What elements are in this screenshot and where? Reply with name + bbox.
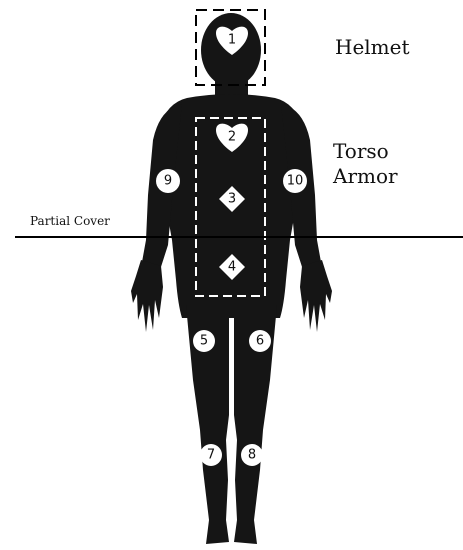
hit-location-10-marker: 10 <box>283 169 307 193</box>
hit-location-3-number: 3 <box>228 192 236 207</box>
hit-location-5-number: 5 <box>200 334 208 349</box>
hit-location-1-number: 1 <box>228 33 236 48</box>
hit-location-6-number: 6 <box>256 334 264 349</box>
helmet-label: Helmet <box>335 35 410 59</box>
hit-location-9-marker: 9 <box>156 169 180 193</box>
hit-location-4-number: 4 <box>228 260 236 275</box>
hit-location-2-number: 2 <box>228 130 236 145</box>
hit-location-8-number: 8 <box>248 448 256 463</box>
left-hand <box>131 260 163 332</box>
torso-armor-label-line2: Armor <box>332 164 398 188</box>
hit-location-7-marker: 7 <box>200 444 222 466</box>
hit-location-8-marker: 8 <box>241 444 263 466</box>
hit-location-10-number: 10 <box>287 174 304 189</box>
hit-location-6-marker: 6 <box>249 330 271 352</box>
torso-armor-label-line1: Torso <box>333 139 389 163</box>
hit-location-7-number: 7 <box>207 448 215 463</box>
right-hand <box>300 260 332 332</box>
hit-location-5-marker: 5 <box>193 330 215 352</box>
partial-cover-label: Partial Cover <box>30 214 110 228</box>
hit-location-9-number: 9 <box>164 174 172 189</box>
